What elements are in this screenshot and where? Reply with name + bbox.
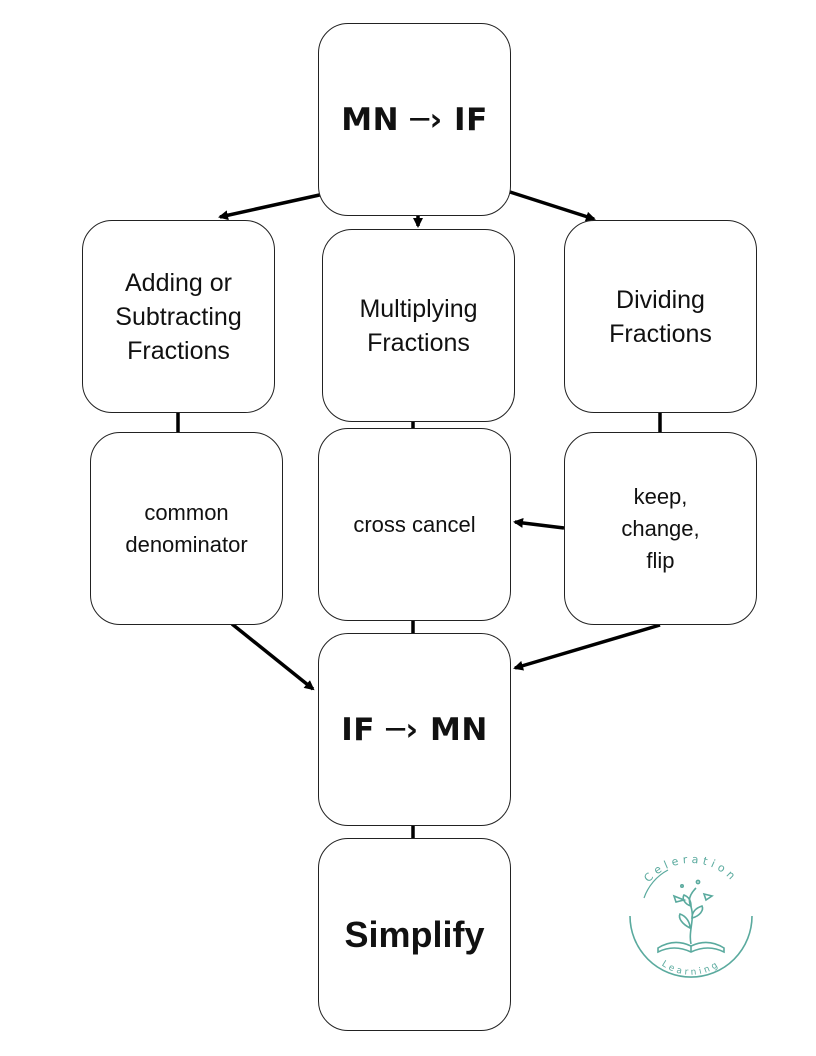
node-multiplying-label: Multiplying Fractions — [359, 294, 478, 357]
node-keep-change-flip-label: keep, change, flip — [621, 483, 700, 573]
arrow-top-to-add — [218, 190, 334, 221]
node-mn-to-if-label: MN ─› IF — [341, 101, 488, 138]
node-common-denominator: common denominator — [90, 432, 283, 625]
node-cross-cancel-label: cross cancel — [353, 511, 476, 537]
sprout-icon — [688, 887, 697, 945]
node-simplify: Simplify — [318, 838, 511, 1031]
node-adding-subtracting-fractions: Adding or Subtracting Fractions — [82, 220, 275, 413]
node-dividing-fractions: Dividing Fractions — [564, 220, 757, 413]
node-keep-change-flip: keep, change, flip — [564, 432, 757, 625]
node-if-to-mn-label: IF ─› MN — [341, 711, 488, 748]
node-dividing-label: Dividing Fractions — [609, 285, 712, 348]
logo-top-text: Celeration — [641, 853, 740, 885]
node-simplify-label: Simplify — [344, 913, 485, 955]
arrow-kcf-to-ifmn — [513, 623, 661, 671]
node-common-denominator-label: common denominator — [125, 499, 248, 557]
node-adding-subtracting-label: Adding or Subtracting Fractions — [115, 268, 242, 365]
node-multiplying-fractions: Multiplying Fractions — [322, 229, 515, 422]
node-mn-to-if: MN ─› IF — [318, 23, 511, 216]
logo-bottom-text: Learning — [660, 959, 723, 978]
arrow-kcf-to-cross — [513, 518, 565, 530]
open-book-icon — [657, 941, 725, 954]
celeration-learning-logo: Celeration Learning — [629, 853, 753, 978]
arrow-common-to-ifmn — [230, 622, 315, 691]
logo-ring-icon — [629, 915, 753, 978]
node-if-to-mn: IF ─› MN — [318, 633, 511, 826]
arrow-top-to-div — [509, 190, 596, 222]
node-cross-cancel: cross cancel — [318, 428, 511, 621]
